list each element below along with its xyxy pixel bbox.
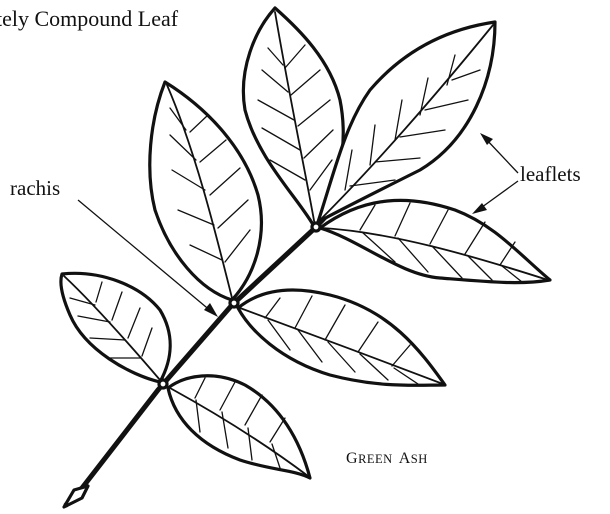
stem-base-tip [64,486,88,507]
leaflet-right-lower [320,200,550,282]
leaflets-label: leaflets [520,162,581,186]
leaflets-pointer-upper [485,138,518,173]
rachis-label: rachis [10,176,60,200]
leaflet-upper-right [318,22,495,222]
node-lower [159,380,167,388]
node-upper [312,223,320,231]
species-caption-reen: REEN [358,452,393,466]
species-caption: GREEN ASH [346,450,428,467]
leaflet-right-middle [238,290,445,385]
node-middle [230,299,238,307]
leaflet-left-lower [61,273,170,382]
leaflets-arrowhead-upper [480,133,493,145]
figure-title: tely Compound Leaf [0,6,179,31]
leaflets-pointer-lower [478,181,518,210]
species-caption-g: G [346,450,358,467]
leaflet-right-bottom [168,376,310,478]
species-caption-sh: SH [411,452,428,466]
rachis-arrowhead [204,303,218,317]
species-caption-a: A [399,450,411,467]
